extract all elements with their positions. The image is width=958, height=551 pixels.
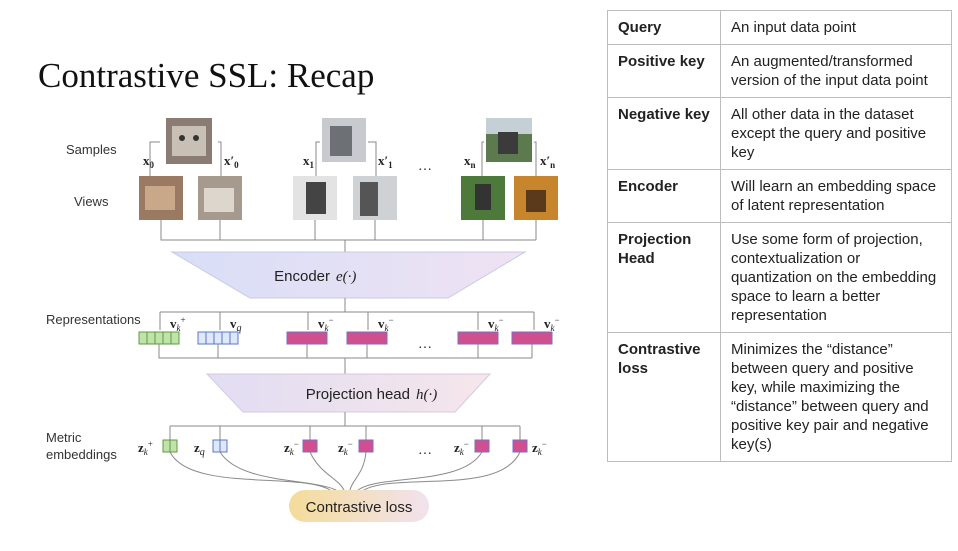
rep-vector-query bbox=[197, 331, 239, 345]
glossary-row-positive-key: Positive key An augmented/transformed ve… bbox=[607, 44, 952, 98]
sample-var-n: xn bbox=[464, 153, 476, 170]
contrastive-loss-block: Contrastive loss bbox=[289, 490, 429, 522]
sample-var-n-prime: x′n bbox=[540, 153, 555, 170]
contrastive-loss-label: Contrastive loss bbox=[306, 499, 413, 516]
contrastive-ssl-diagram: Samples Views Representations Metric emb… bbox=[0, 112, 600, 551]
metric-label-line2: embeddings bbox=[46, 447, 117, 462]
glossary-term: Query bbox=[607, 10, 721, 45]
emb-var-query: zq bbox=[194, 440, 205, 458]
emb-square-query bbox=[212, 439, 228, 453]
glossary-definition: Minimizes the “distance” between query a… bbox=[720, 332, 952, 462]
emb-square-pos bbox=[162, 439, 178, 453]
glossary-term: Contrastive loss bbox=[607, 332, 721, 462]
sample-image-0 bbox=[166, 118, 212, 164]
emb-var-pos: zk+ bbox=[138, 439, 153, 457]
glossary-term: Negative key bbox=[607, 97, 721, 170]
rep-var-neg-2: vk− bbox=[378, 315, 394, 333]
emb-var-neg-1: zk− bbox=[284, 439, 299, 457]
glossary-row-projection-head: Projection Head Use some form of project… bbox=[607, 222, 952, 333]
encoder-function: e(·) bbox=[336, 269, 356, 285]
metric-label-line1: Metric bbox=[46, 430, 82, 445]
emb-square-neg-4 bbox=[512, 439, 528, 453]
emb-var-neg-2: zk− bbox=[338, 439, 353, 457]
glossary-row-contrastive-loss: Contrastive loss Minimizes the “distance… bbox=[607, 332, 952, 462]
view-image-0-prime bbox=[198, 176, 242, 220]
reps-ellipsis: … bbox=[418, 337, 432, 352]
glossary-definition: Will learn an embedding space of latent … bbox=[720, 169, 952, 223]
encoder-rep-connectors bbox=[159, 298, 535, 330]
glossary-definition: An augmented/transformed version of the … bbox=[720, 44, 952, 98]
view-image-n bbox=[461, 176, 505, 220]
projection-head-label: Projection head bbox=[306, 386, 410, 403]
emb-square-neg-1 bbox=[302, 439, 318, 453]
emb-square-neg-3 bbox=[474, 439, 490, 453]
samples-ellipsis: … bbox=[418, 159, 432, 174]
emb-var-neg-4: zk− bbox=[532, 439, 547, 457]
rep-vector-pos bbox=[138, 331, 180, 345]
emb-square-neg-2 bbox=[358, 439, 374, 453]
glossary-definition: Use some form of projection, contextuali… bbox=[720, 222, 952, 333]
glossary-definition: An input data point bbox=[720, 10, 952, 45]
emb-var-neg-3: zk− bbox=[454, 439, 469, 457]
glossary-table: Query An input data point Positive key A… bbox=[607, 10, 952, 462]
glossary-term: Encoder bbox=[607, 169, 721, 223]
glossary-row-query: Query An input data point bbox=[607, 10, 952, 45]
glossary-row-encoder: Encoder Will learn an embedding space of… bbox=[607, 169, 952, 223]
glossary-row-negative-key: Negative key All other data in the datas… bbox=[607, 97, 952, 170]
sample-var-0-prime: x′0 bbox=[224, 153, 239, 170]
embs-ellipsis: … bbox=[418, 443, 432, 458]
representations-label: Representations bbox=[46, 312, 141, 327]
glossary-term: Positive key bbox=[607, 44, 721, 98]
rep-var-pos: vk+ bbox=[170, 315, 186, 333]
slide-title: Contrastive SSL: Recap bbox=[38, 56, 375, 95]
rep-var-neg-4: vk− bbox=[544, 315, 560, 333]
rep-vector-neg-1 bbox=[286, 331, 328, 345]
projection-head-block: Projection head h(·) bbox=[205, 373, 492, 413]
rep-vector-neg-2 bbox=[346, 331, 388, 345]
sample-image-1 bbox=[322, 118, 366, 162]
sample-vars: x0 x′0 x1 x′1 xn x′n bbox=[143, 153, 555, 170]
rep-var-neg-1: vk− bbox=[318, 315, 334, 333]
encoder-label: Encoder bbox=[274, 268, 330, 285]
loss-connectors bbox=[169, 451, 521, 491]
rep-var-neg-3: vk− bbox=[488, 315, 504, 333]
sample-view-connectors bbox=[149, 141, 537, 176]
views-label: Views bbox=[74, 194, 109, 209]
view-image-1 bbox=[293, 176, 337, 220]
emb-vars: zk+ zq zk− zk− zk− zk− bbox=[138, 439, 547, 458]
rep-var-query: vq bbox=[230, 316, 242, 334]
view-encoder-connectors bbox=[160, 220, 537, 252]
encoder-block: Encoder e(·) bbox=[170, 251, 527, 299]
sample-var-1: x1 bbox=[303, 153, 315, 170]
projection-emb-connectors bbox=[169, 412, 521, 440]
sample-var-0: x0 bbox=[143, 153, 155, 170]
sample-image-n bbox=[486, 118, 532, 162]
view-image-1-prime bbox=[353, 176, 397, 220]
projection-head-function: h(·) bbox=[416, 387, 437, 403]
view-image-0 bbox=[139, 176, 183, 220]
glossary-definition: All other data in the dataset except the… bbox=[720, 97, 952, 170]
diagram-canvas: Samples Views Representations Metric emb… bbox=[46, 118, 560, 522]
rep-vars: vk+ vq vk− vk− vk− vk− bbox=[170, 315, 560, 334]
view-image-n-prime bbox=[514, 176, 558, 220]
rep-vector-neg-4 bbox=[511, 331, 553, 345]
view-images bbox=[139, 176, 558, 220]
samples-label: Samples bbox=[66, 142, 117, 157]
rep-projection-connectors bbox=[158, 344, 533, 374]
rep-vector-neg-3 bbox=[457, 331, 499, 345]
sample-var-1-prime: x′1 bbox=[378, 153, 393, 170]
glossary-term: Projection Head bbox=[607, 222, 721, 333]
